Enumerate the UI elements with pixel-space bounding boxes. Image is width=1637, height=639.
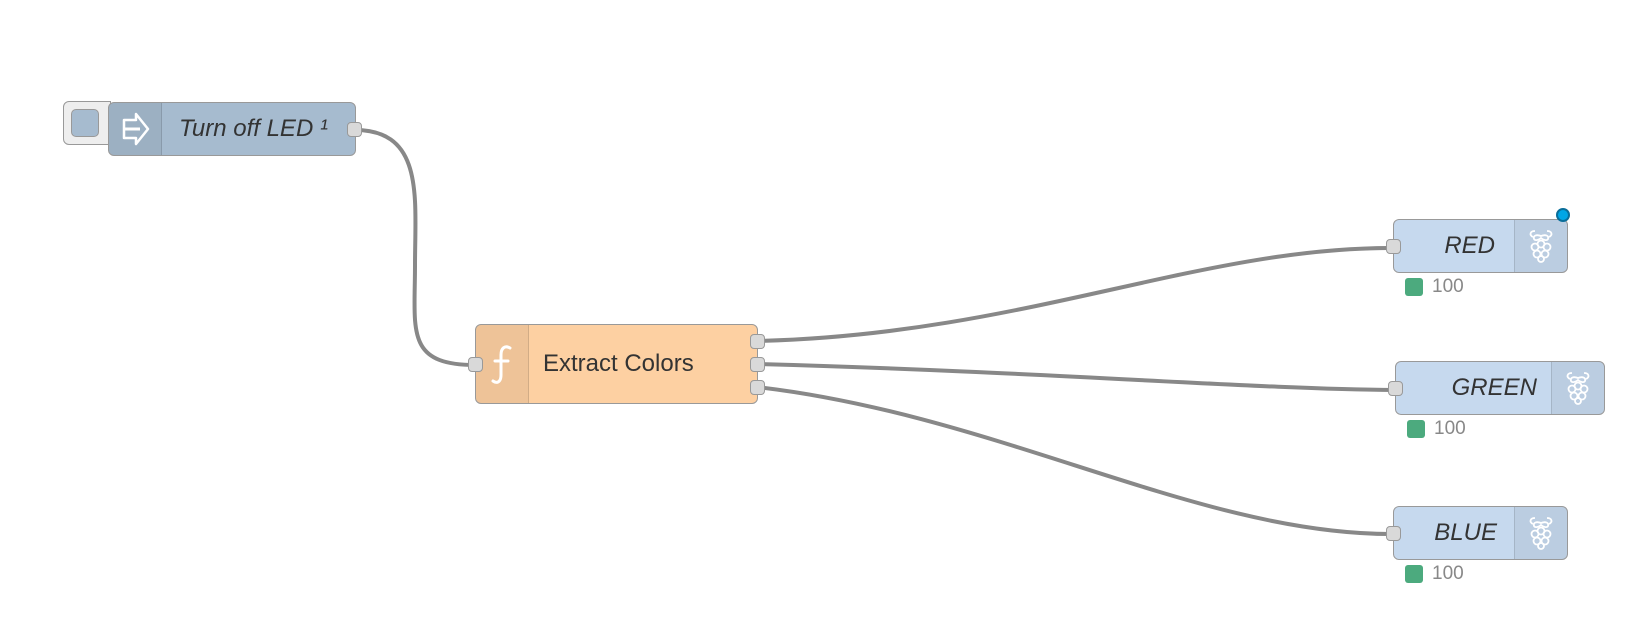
raspberry-pi-icon [1514, 507, 1567, 559]
gpio-out-node-input-port[interactable] [1386, 526, 1401, 541]
function-node-output-port-2[interactable] [750, 357, 765, 372]
raspberry-pi-icon [1551, 362, 1604, 414]
gpio-out-node-label: BLUE [1434, 519, 1497, 546]
gpio-out-status-blue: 100 [1405, 563, 1464, 585]
inject-node-output-port[interactable] [347, 122, 362, 137]
raspberry-pi-icon [1514, 220, 1567, 272]
wire-inject-to-function[interactable] [353, 128, 477, 367]
inject-trigger-button-inner[interactable] [71, 109, 99, 137]
status-ok-dot [1405, 565, 1423, 583]
inject-node[interactable]: Turn off LED ¹ [108, 102, 362, 156]
inject-trigger-button[interactable] [63, 101, 111, 145]
function-node-input-port[interactable] [468, 357, 483, 372]
function-node-output-port-3[interactable] [750, 380, 765, 395]
wire-function-to-blue[interactable] [755, 385, 1395, 537]
gpio-out-status-green: 100 [1407, 418, 1466, 440]
status-text: 100 [1432, 276, 1464, 297]
gpio-out-node-green[interactable]: GREEN [1388, 361, 1605, 415]
gpio-out-node-red[interactable]: RED [1386, 208, 1570, 273]
function-node[interactable]: Extract Colors [468, 324, 765, 404]
function-node-label: Extract Colors [543, 350, 694, 377]
function-icon [476, 325, 529, 403]
gpio-out-node-input-port[interactable] [1386, 239, 1401, 254]
function-node-output-port-1[interactable] [750, 334, 765, 349]
gpio-out-node-label: GREEN [1451, 374, 1537, 401]
wire-function-to-green[interactable] [755, 362, 1397, 392]
inject-node-label: Turn off LED ¹ [179, 115, 328, 142]
changed-indicator-dot [1556, 208, 1570, 222]
status-text: 100 [1434, 418, 1466, 439]
gpio-out-node-label: RED [1444, 232, 1495, 259]
gpio-out-status-red: 100 [1405, 276, 1464, 298]
gpio-out-node-input-port[interactable] [1388, 381, 1403, 396]
status-text: 100 [1432, 563, 1464, 584]
wire-function-to-red[interactable] [755, 245, 1395, 343]
gpio-out-node-blue[interactable]: BLUE [1386, 506, 1568, 560]
arrow-in-icon [109, 103, 162, 155]
status-ok-dot [1405, 278, 1423, 296]
status-ok-dot [1407, 420, 1425, 438]
